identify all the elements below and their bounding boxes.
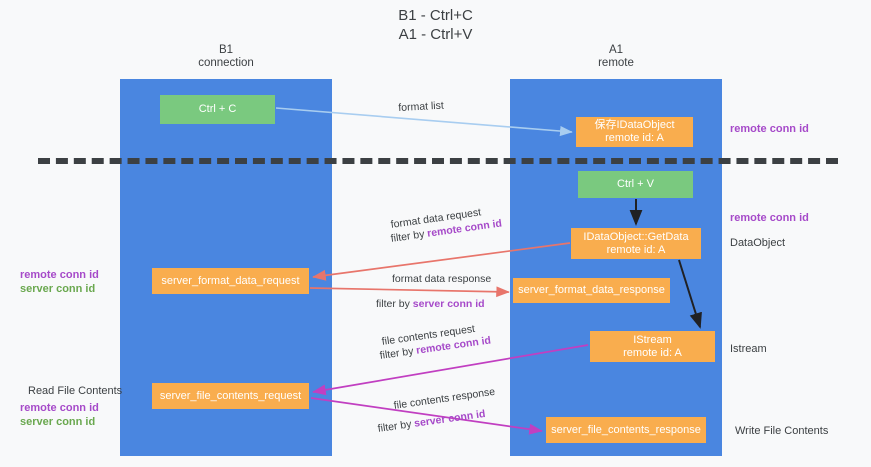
- filter-prefix: filter by: [376, 298, 413, 310]
- node-ctrl-c[interactable]: Ctrl + C: [160, 95, 275, 124]
- annotation-dataobject: DataObject: [730, 236, 785, 250]
- annotation-text: Write File Contents: [735, 425, 829, 437]
- annotation-write-file-contents: Write File Contents: [735, 424, 828, 438]
- filter-key: server conn id: [412, 298, 485, 310]
- phase-divider: [38, 158, 838, 164]
- arrow-format-data-response: [309, 286, 510, 298]
- annotation-remote-conn-id: remote conn id: [20, 402, 99, 414]
- annotation-text: Read File Contents: [28, 385, 123, 397]
- page-title: B1 - Ctrl+C A1 - Ctrl+V: [398, 7, 473, 43]
- column-header-a1: A1 remote: [598, 44, 634, 69]
- edge-label-file-contents-response-filter: filter by server conn id: [377, 408, 486, 436]
- node-server-format-data-request[interactable]: server_format_data_request: [152, 268, 309, 294]
- edge-label-format-data-response-filter: filter by server conn id: [376, 298, 485, 311]
- annotation-remote-conn-id-mid: remote conn id: [730, 211, 809, 225]
- node-istream[interactable]: IStream remote id: A: [590, 331, 715, 362]
- annotation-read-file-contents: Read File Contents: [28, 384, 122, 398]
- node-server-file-contents-request[interactable]: server_file_contents_request: [152, 383, 309, 409]
- annotation-text: remote conn id: [730, 123, 809, 135]
- annotation-conn-ids-file: remote conn id server conn id: [20, 401, 99, 429]
- column-header-b1: B1 connection: [198, 44, 254, 69]
- annotation-server-conn-id: server conn id: [20, 416, 96, 428]
- annotation-text: DataObject: [730, 237, 786, 249]
- filter-key: server conn id: [413, 407, 487, 430]
- edge-label-format-list: format list: [398, 99, 445, 114]
- annotation-remote-conn-id: remote conn id: [20, 269, 99, 281]
- edge-label-format-data-response: format data response: [392, 273, 492, 285]
- annotation-text: remote conn id: [730, 212, 809, 224]
- node-server-file-contents-response[interactable]: server_file_contents_response: [546, 417, 706, 443]
- node-idataobject-getdata[interactable]: IDataObject::GetData remote id: A: [571, 228, 701, 259]
- annotation-istream: Istream: [730, 342, 767, 356]
- annotation-text: Istream: [730, 343, 767, 355]
- annotation-server-conn-id: server conn id: [20, 283, 96, 295]
- node-idataobject[interactable]: 保存IDataObject remote id: A: [576, 117, 693, 147]
- annotation-conn-ids-format: remote conn id server conn id: [20, 268, 99, 296]
- annotation-remote-conn-id-top: remote conn id: [730, 122, 809, 136]
- filter-prefix: filter by: [377, 417, 416, 435]
- node-ctrl-v[interactable]: Ctrl + V: [578, 171, 693, 198]
- node-server-format-data-response[interactable]: server_format_data_response: [513, 278, 670, 303]
